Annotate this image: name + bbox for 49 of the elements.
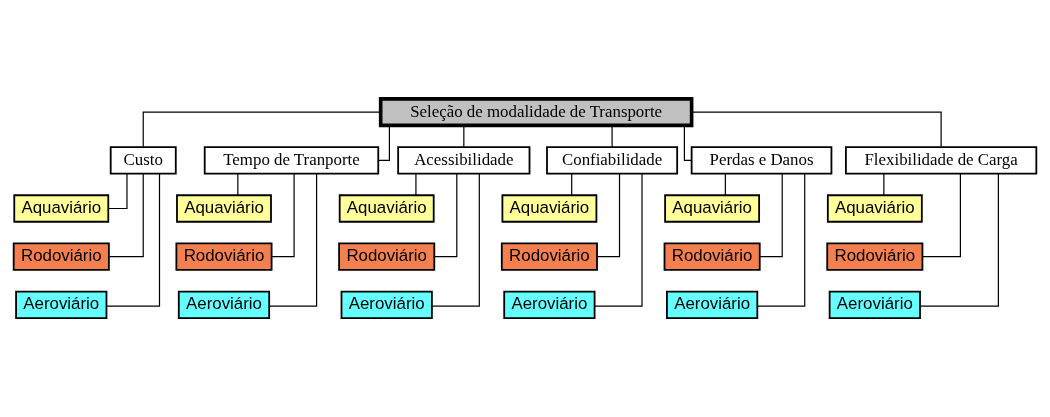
node-box: Aquaviário	[176, 194, 272, 223]
node-box: Rodoviário	[338, 242, 436, 271]
node-box: Aquaviário	[13, 194, 110, 223]
node-box: Aeroviário	[666, 290, 759, 320]
node-box: Custo	[109, 146, 177, 175]
node-box: Aquaviário	[826, 194, 923, 223]
connector	[415, 173, 417, 196]
connector	[106, 173, 161, 307]
node-box: Seleção de modalidade de Transporte	[378, 97, 694, 128]
node-box: Aeroviário	[15, 290, 108, 320]
node-box: Aeroviário	[340, 290, 433, 320]
connector	[683, 125, 693, 161]
node-box: Aeroviário	[503, 290, 596, 320]
node-box: Aquaviário	[664, 194, 761, 223]
connector	[594, 173, 643, 307]
node-box: Rodoviário	[663, 242, 761, 271]
connector	[756, 173, 806, 307]
node-box: Acessibilidade	[397, 146, 531, 175]
connector	[142, 111, 381, 148]
connector	[237, 173, 239, 196]
node-box: Rodoviário	[826, 242, 924, 271]
node-box: Aeroviário	[828, 290, 921, 320]
connector	[571, 173, 573, 196]
connector	[434, 173, 458, 258]
connector	[883, 173, 885, 196]
node-box: Aquaviário	[338, 194, 435, 223]
node-box: Aquaviário	[501, 194, 598, 223]
connector	[596, 173, 621, 258]
node-box: Rodoviário	[12, 242, 110, 271]
node-box: Perdas e Danos	[690, 146, 833, 175]
connector	[107, 173, 128, 210]
node-box: Aeroviário	[177, 290, 271, 320]
connector	[922, 173, 961, 258]
node-box: Flexibilidade de Carga	[845, 146, 1038, 175]
node-box: Tempo de Tranporte	[203, 146, 380, 175]
node-box: Rodoviário	[175, 242, 273, 271]
connector	[271, 173, 295, 258]
connector	[108, 173, 144, 258]
connector	[691, 111, 942, 148]
node-box: Confiabilidade	[546, 146, 679, 175]
connector	[759, 173, 783, 258]
connector	[377, 125, 390, 161]
connector	[919, 173, 999, 307]
connector	[611, 125, 613, 148]
node-box: Rodoviário	[500, 242, 598, 271]
connector	[724, 173, 726, 196]
connector	[431, 173, 480, 307]
connector	[463, 125, 465, 148]
connector	[268, 173, 318, 307]
